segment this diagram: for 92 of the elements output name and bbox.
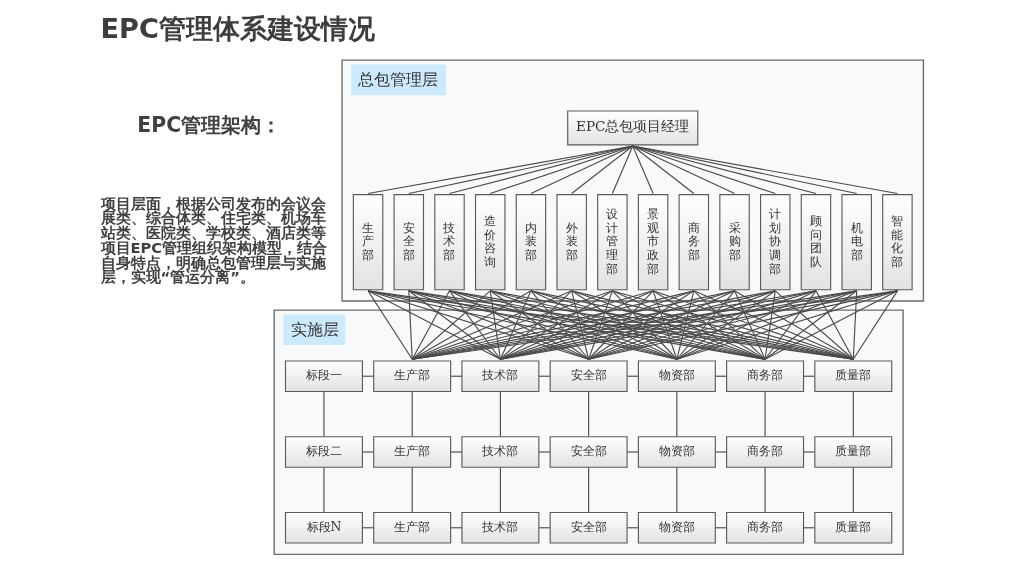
node-box: 物资部 xyxy=(637,511,716,544)
connector xyxy=(611,145,634,195)
connector xyxy=(489,290,590,360)
node-box: 内装部 xyxy=(515,194,547,291)
connector xyxy=(411,290,532,360)
node-box: 顾问团队 xyxy=(800,194,832,291)
node-box: 安全部 xyxy=(393,194,425,291)
node-box: 计划协调部 xyxy=(760,194,791,291)
node-box: 商务部 xyxy=(726,360,805,393)
node-box: 智能化部 xyxy=(882,194,913,291)
connector xyxy=(764,290,817,360)
connector xyxy=(571,290,590,360)
node-box: 景观市政部 xyxy=(637,194,669,291)
node-box: 生产部 xyxy=(373,360,452,393)
connector xyxy=(450,451,463,453)
connector xyxy=(815,290,854,360)
connector xyxy=(499,290,613,360)
node-box: 标段二 xyxy=(284,436,363,468)
diagram-title: EPC管理体系建设情况 xyxy=(100,12,375,44)
connector xyxy=(538,451,551,453)
node-box: 生产部 xyxy=(373,511,452,544)
node-box: 技术部 xyxy=(461,360,540,393)
node-box: 技术部 xyxy=(461,511,540,544)
node-box: 物资部 xyxy=(637,436,716,468)
connector xyxy=(676,290,898,360)
connector xyxy=(530,145,634,195)
connector xyxy=(676,290,776,360)
node-box: 标段N xyxy=(284,511,363,544)
node-box: 生产部 xyxy=(373,436,452,468)
node-box: 商务部 xyxy=(726,436,805,468)
connector xyxy=(611,290,678,360)
connector xyxy=(652,290,678,360)
connector xyxy=(571,290,678,360)
connector xyxy=(367,290,413,360)
connector xyxy=(499,290,532,360)
node-box: 生产部 xyxy=(352,194,384,291)
node-box: 质量部 xyxy=(814,511,893,544)
node-box: 物资部 xyxy=(637,360,716,393)
connector xyxy=(852,290,858,360)
connector xyxy=(530,290,590,360)
connector xyxy=(448,290,590,360)
connector xyxy=(632,145,695,195)
connector xyxy=(411,290,451,360)
connector xyxy=(367,290,590,360)
connector xyxy=(676,290,736,360)
node-box: 技术部 xyxy=(434,194,465,291)
connector xyxy=(764,290,776,360)
connector xyxy=(367,290,501,360)
connector xyxy=(733,290,854,360)
connector xyxy=(733,290,766,360)
connector xyxy=(588,290,695,360)
connector xyxy=(571,145,634,195)
connector xyxy=(489,290,501,360)
connector xyxy=(361,451,375,453)
connector xyxy=(626,451,639,453)
node-box: 安全部 xyxy=(549,436,628,468)
node-box: 安全部 xyxy=(549,360,628,393)
connector xyxy=(676,290,817,360)
node-box: 安全部 xyxy=(549,511,628,544)
node-box: 质量部 xyxy=(814,436,893,468)
connector xyxy=(588,290,613,360)
node-box: 质量部 xyxy=(814,360,893,393)
node-box: 造价咨询 xyxy=(474,194,506,291)
connector xyxy=(652,290,766,360)
connector xyxy=(588,290,817,360)
connector xyxy=(611,290,766,360)
node-box: 商务部 xyxy=(726,511,805,544)
connector xyxy=(499,290,654,360)
connector xyxy=(448,290,501,360)
connector xyxy=(693,290,766,360)
connector xyxy=(499,290,573,360)
connector xyxy=(852,290,898,360)
label: EPC管理架构： xyxy=(137,112,282,137)
node-box: 标段一 xyxy=(284,360,363,393)
connector xyxy=(632,145,736,195)
connector xyxy=(632,145,654,195)
connector xyxy=(764,290,898,360)
connector xyxy=(802,451,816,453)
connector xyxy=(676,290,695,360)
connector xyxy=(588,290,654,360)
connector xyxy=(714,451,728,453)
label: 项目层面，根据公司发布的会议会展类、综合体类、住宅类、机场车站类、医院类、学校类、酒店类等项目EPC管理组织架构模型，结合自身特点，明确总包管理层与实施层，实现“管运分离”。 xyxy=(100,194,328,286)
node-box: 商务部 xyxy=(678,194,710,291)
connector xyxy=(530,290,678,360)
node-box: 设计管理部 xyxy=(597,194,628,291)
connector xyxy=(408,290,413,360)
node-box: 技术部 xyxy=(461,436,540,468)
node-box: 外装部 xyxy=(556,194,587,291)
node-box: 采购部 xyxy=(719,194,750,291)
connector xyxy=(588,290,736,360)
node-box: 机电部 xyxy=(841,194,872,291)
node-box: EPC总包项目经理 xyxy=(567,110,699,146)
